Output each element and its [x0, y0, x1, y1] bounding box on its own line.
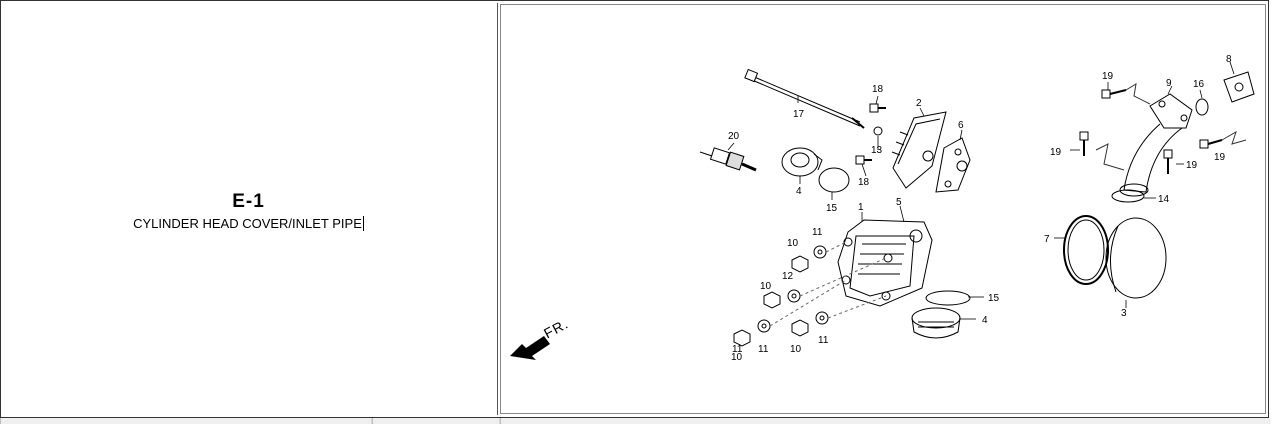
callout-label: 9 [1166, 78, 1172, 89]
insulator-drawing [1223, 71, 1255, 103]
callout-label: 20 [728, 131, 740, 142]
callout-label: 13 [871, 145, 883, 156]
status-segment [500, 418, 1271, 424]
front-arrow-icon [510, 336, 550, 360]
filter-cap-drawing [1105, 217, 1167, 299]
callout-label: 7 [1044, 234, 1050, 245]
callout-label: 10 [731, 352, 743, 363]
section-title: CYLINDER HEAD COVER/INLET PIPE [1, 216, 496, 231]
callout-label: 19 [1050, 147, 1062, 158]
front-direction-indicator: FR. [510, 315, 571, 360]
callout-label: 18 [872, 84, 884, 95]
panel-divider [497, 3, 498, 415]
spark-plug-drawing [699, 147, 757, 172]
callout-label: 17 [793, 109, 805, 120]
callout-label: 11 [732, 344, 743, 355]
section-header-panel: E-1 CYLINDER HEAD COVER/INLET PIPE [1, 1, 496, 417]
o-ring-drawing [818, 167, 850, 193]
section-code: E-1 [232, 191, 265, 212]
callout-label: 8 [1226, 54, 1232, 65]
callout-label: 19 [1214, 152, 1226, 163]
callout-label: 4 [982, 315, 988, 326]
callout-label: 15 [826, 203, 838, 214]
callout-label: 6 [958, 120, 964, 131]
diagram-panel [500, 4, 1266, 414]
callout-label: 3 [1121, 308, 1127, 319]
inlet-o-ring-drawing [1195, 98, 1209, 116]
cover-washer-drawing [757, 245, 829, 333]
status-segment [0, 418, 371, 424]
side-cover-drawing [891, 111, 947, 189]
callout-label: 16 [1193, 79, 1205, 90]
front-direction-label: FR. [541, 315, 571, 341]
bottom-toolbar-strip [0, 418, 1271, 424]
callout-label: 15 [988, 293, 1000, 304]
assembly-lines [769, 241, 887, 327]
inlet-gasket-drawing [1111, 189, 1145, 203]
text-cursor [362, 216, 364, 231]
cylinder-head-drawing [837, 219, 933, 307]
callout-label: 11 [758, 344, 769, 355]
callout-label: 5 [896, 197, 902, 208]
callout-label: 4 [796, 186, 802, 197]
callout-label: 14 [1158, 194, 1170, 205]
callout-label: 12 [782, 271, 794, 282]
callout-labels: 1 2 3 4 4 5 6 7 8 9 10 10 10 10 11 11 11… [728, 54, 1232, 363]
inlet-bolt-drawing [1079, 89, 1223, 174]
gasket-drawing [935, 137, 971, 193]
callout-leaders [727, 61, 1235, 320]
flange-nut-drawing [733, 255, 809, 347]
status-segment [372, 418, 499, 424]
inlet-pipe-drawing [1119, 93, 1193, 197]
callout-label: 10 [760, 281, 772, 292]
small-bolt-drawing [855, 103, 886, 165]
callout-label: 11 [818, 335, 829, 346]
washer-drawing [873, 126, 883, 136]
callout-label: 18 [858, 177, 870, 188]
o-ring-lower-drawing [925, 290, 971, 306]
section-title-text: CYLINDER HEAD COVER/INLET PIPE [133, 216, 362, 231]
callout-label: 11 [812, 227, 823, 238]
seal-ring-drawing [1063, 215, 1109, 285]
plug-cap-lower-drawing [911, 307, 961, 339]
callout-label: 2 [916, 98, 922, 109]
break-line [1125, 83, 1151, 105]
callout-label: 10 [790, 344, 802, 355]
callout-label: 19 [1102, 71, 1114, 82]
callout-label: 1 [858, 202, 864, 213]
callout-label: 10 [787, 238, 799, 249]
stud-bolt-drawing [744, 68, 865, 129]
callout-label: 19 [1186, 160, 1198, 171]
plug-cap-drawing [781, 147, 823, 177]
